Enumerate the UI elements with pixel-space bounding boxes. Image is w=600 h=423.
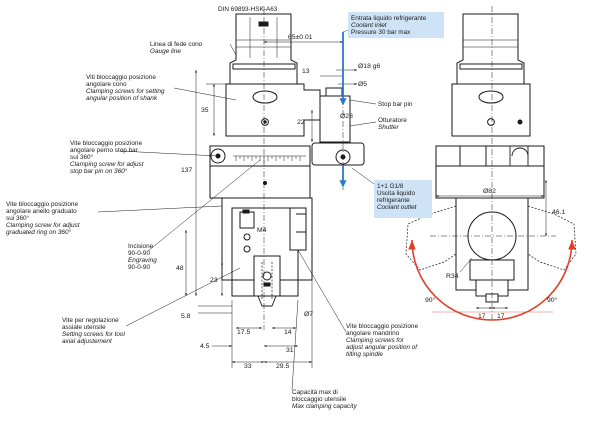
capacity-label: bloccaggio utensile	[292, 396, 347, 403]
dim-4-5: 4.5	[200, 343, 210, 350]
dim-d5: Ø5	[358, 81, 367, 88]
angle-90-left: 90°	[425, 296, 436, 304]
dim-d7: Ø7	[304, 311, 313, 318]
engraving-value: 90-0-90	[128, 264, 150, 271]
engraving-label-en: Engraving	[128, 257, 157, 264]
stop-bar-screw-label-en: Clamping screw for adjust	[70, 161, 144, 168]
coolant-outlet-box	[374, 180, 432, 218]
housing-upper	[225, 83, 321, 137]
dim-13: 13	[302, 68, 310, 75]
scale-ticks	[233, 155, 306, 163]
shutter-label-en: Shutter	[378, 124, 399, 131]
coolant-outlet-label-en: Coolant outlet	[377, 204, 417, 211]
axial-screws-label-en: axial adjustement	[62, 338, 112, 345]
angle-90-right: 90°	[547, 296, 558, 304]
dim-17-right: 17	[497, 313, 505, 320]
dim-31: 31	[286, 347, 294, 354]
cone-screws-label: Viti bloccaggio posizione	[86, 74, 156, 81]
ring-screw-label-en: graduated ring on 360°	[6, 228, 72, 236]
axial-screws-label: assiale utensile	[62, 324, 106, 331]
capacity-label: Capacità max di	[292, 389, 338, 396]
ring-screw-label: sui 360°	[6, 214, 30, 222]
dim-137: 137	[181, 167, 193, 174]
coolant-markers	[339, 29, 349, 188]
leader-lines	[97, 12, 473, 391]
stop-bar-screw-label: sui 360°	[70, 153, 94, 161]
dim-14: 14	[284, 329, 292, 336]
gauge-line-label: Linea di fede cono	[150, 41, 203, 48]
stop-bar-screw-label-en: stop bar pin on 360°	[70, 167, 128, 175]
coolant-pressure-label: Pressure 30 bar max	[351, 29, 411, 36]
cone-screws-label-en: angular position of shank	[86, 95, 158, 102]
coolant-outlet-label: refrigerante	[377, 197, 410, 204]
dim-35: 35	[201, 107, 209, 114]
dim-22: 22	[297, 119, 305, 126]
engraving-value: 90-0-90	[128, 250, 150, 257]
coolant-inlet-label-en: Coolant inlet	[351, 22, 387, 29]
dimension-lines	[185, 41, 547, 368]
capacity-label-en: Max clamping capacity	[292, 403, 357, 410]
title: DIN 69893-HSK-A63	[218, 6, 278, 13]
dim-65: 65±0.01	[288, 34, 313, 41]
coolant-outlet-label: Uscita liquido	[377, 190, 415, 197]
side-hsk	[456, 13, 525, 85]
cone-screws-label-en: Clamping screws for setting	[86, 88, 165, 95]
dim-d28: Ø28	[340, 113, 353, 120]
spindle-screws-label: angolare mandrino	[346, 330, 400, 337]
engraving-label: Incisione	[128, 243, 154, 250]
front-view	[209, 6, 365, 330]
spindle-screws-label-en: Clamping screws for	[346, 337, 405, 344]
gauge-line-label-en: Gauge line	[150, 48, 181, 55]
dim-d18: Ø18 g6	[358, 63, 381, 70]
axial-screws-label-en: Setting screws for tool	[62, 331, 125, 338]
dim-33: 33	[244, 363, 252, 370]
dim-29-5: 29.5	[276, 363, 289, 370]
dim-23: 23	[210, 277, 218, 284]
coolant-outlet-code: 1+1 G1/8	[377, 183, 404, 190]
coolant-inlet-label: Entrata liquido refrigerante	[351, 15, 427, 22]
dim-m4: M4	[257, 227, 267, 234]
dim-48: 48	[176, 265, 184, 272]
cone-screws-label: angolare cono	[86, 81, 127, 88]
phantom-left	[405, 205, 457, 271]
dim-5-8: 5.8	[181, 313, 191, 320]
dim-d82: Ø82	[483, 188, 496, 195]
ring-screw-label-en: Clamping screw for adjust	[6, 222, 80, 229]
shutter-label: Otturatore	[378, 117, 407, 124]
spindle-screws-label-en: adjust angular position of	[346, 344, 418, 351]
dim-17-left: 17	[478, 313, 486, 320]
axial-screws-label: Vite per regolazione	[62, 317, 119, 324]
ring-screw-label: angolare anello graduato	[6, 208, 77, 215]
coolant-inlet-box	[348, 12, 444, 38]
swing-arc	[408, 239, 576, 321]
dim-46-1: 46.1	[552, 209, 565, 216]
stop-bar-pin-label: Stop bar pin	[378, 101, 413, 108]
spindle-screws-label: Vite bloccaggio posizione	[346, 323, 418, 330]
side-view	[405, 6, 577, 320]
dim-r34: R34	[446, 273, 459, 280]
ring-screw-label: Vite bloccaggio posizione	[6, 201, 78, 208]
stop-bar-screw-label: angolare perno stop bar	[70, 147, 139, 154]
stop-bar-screw-label: Vite bloccaggio posizione	[70, 140, 142, 147]
dim-17-5: 17.5	[237, 329, 250, 336]
spindle-screws-label-en: tilting spindle	[346, 351, 383, 358]
